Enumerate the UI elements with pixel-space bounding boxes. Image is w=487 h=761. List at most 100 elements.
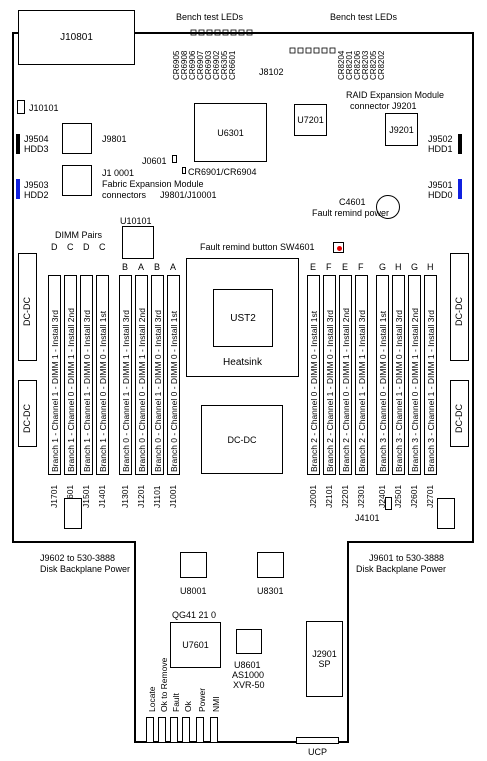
u8301-chip [257,552,284,578]
u8601-label-2: AS1000 [232,670,265,680]
dcdc-right-top: DC-DC [450,253,469,361]
dimm-pair-letter: E [310,262,317,272]
u10101-label: U10101 [120,216,152,226]
dcdc-left-top-label: DC-DC [22,297,32,326]
dimm-pair-letter: G [411,262,419,272]
hdd0-label-a: J9501 [428,180,453,190]
fabric-label-2: J9801/J10001 [160,190,217,200]
dimm-slot[interactable]: Branch 0 - Channel 1 - DIMM 1 - Install … [119,275,132,475]
j4101-label: J4101 [355,513,380,523]
sw4601-button[interactable] [333,242,344,253]
dcdc-left-top: DC-DC [18,253,37,361]
indicator-led [146,717,154,743]
dimm-slot[interactable]: Branch 1 - Channel 1 - DIMM 0 - Install … [80,275,93,475]
dimm-pair-letter: E [342,262,349,272]
u6301-label: U6301 [217,127,244,138]
dimm-slot[interactable]: Branch 1 - Channel 0 - DIMM 0 - Install … [96,275,109,475]
dcdc-right-bottom-label: DC-DC [454,404,464,433]
dimm-slot[interactable]: Branch 0 - Channel 0 - DIMM 1 - Install … [135,275,148,475]
dimm-slot[interactable]: Branch 1 - Channel 0 - DIMM 1 - Install … [64,275,77,475]
j9201-connector: J9201 [385,113,418,146]
bench-leds-left [190,24,260,36]
j2901-label: J2901 [312,649,337,659]
sw4601-red-dot [337,246,342,251]
dimm-slot-id: J2201 [340,484,350,508]
dimm-pair-letter: F [326,262,332,272]
j0601-part [172,155,177,163]
ust2-label: UST2 [230,312,256,324]
j2901-connector: J2901 SP [306,621,343,697]
dcdc-center-label: DC-DC [227,434,257,445]
indicator-led [210,717,218,743]
u10101-chip [122,226,154,259]
heatsink-label: Heatsink [223,357,262,368]
dcdc-right-bottom: DC-DC [450,380,469,447]
dimm-slot[interactable]: Branch 2 - Channel 1 - DIMM 0 - Install … [323,275,336,475]
j9601-connector [437,498,455,529]
dimm-slot[interactable]: Branch 2 - Channel 1 - DIMM 1 - Install … [355,275,368,475]
dimm-slot[interactable]: Branch 0 - Channel 1 - DIMM 0 - Install … [151,275,164,475]
u7201-chip: U7201 [294,104,327,136]
j2901-sp-label: SP [318,659,331,669]
dimm-slot[interactable]: Branch 2 - Channel 0 - DIMM 1 - Install … [339,275,352,475]
dimm-slot-id: J2001 [308,484,318,508]
hdd2-indicator [16,179,20,199]
j10101-label: J10101 [29,103,59,113]
dimm-slot[interactable]: Branch 1 - Channel 1 - DIMM 1 - Install … [48,275,61,475]
bench-leds-right [289,42,339,54]
dimm-pair-letter: B [122,262,129,272]
dimm-slot[interactable]: Branch 3 - Channel 0 - DIMM 1 - Install … [408,275,421,475]
hdd2-label-a: J9503 [24,180,49,190]
j4101-connector [385,497,392,510]
hdd2-label-b: HDD2 [24,190,49,200]
u6301-chip: U6301 [194,103,267,162]
dcdc-left-bottom: DC-DC [18,380,37,447]
u7601-label: U7601 [182,640,209,650]
j10801-connector: J10801 [18,10,135,65]
dimm-pair-letter: D [83,242,90,252]
hdd1-indicator [458,134,462,154]
hdd0-label-b: HDD0 [428,190,453,200]
u8001-chip [180,552,207,578]
dimm-slot[interactable]: Branch 2 - Channel 0 - DIMM 0 - Install … [307,275,320,475]
led-label-left-7: CR6601 [228,50,237,80]
dimm-slot-id: J1001 [168,484,178,508]
indicator-label: Ok [183,701,193,712]
c4601-capacitor [376,195,400,219]
dimm-slot-id: J1701 [49,484,59,508]
dimm-pair-letter: B [154,262,161,272]
indicator-label: Locate [147,686,157,712]
dimm-pair-letter: G [379,262,387,272]
raid-label-2: connector J9201 [350,101,417,111]
j9601-label-1: J9601 to 530-3888 [369,553,445,563]
dcdc-right-top-label: DC-DC [454,297,464,326]
dimm-slot-id: J1401 [97,484,107,508]
dcdc-left-bottom-label: DC-DC [22,404,32,433]
j10001-connector [62,165,92,196]
j9602-label-1: J9602 to 530-3888 [40,553,116,563]
dimm-slot[interactable]: Branch 0 - Channel 0 - DIMM 0 - Install … [167,275,180,475]
dimm-pairs-label: DIMM Pairs [55,230,102,240]
hdd1-label-b: HDD1 [428,144,453,154]
dimm-slot[interactable]: Branch 3 - Channel 0 - DIMM 0 - Install … [376,275,389,475]
dimm-pair-letter: A [138,262,145,272]
indicator-label: NMI [211,696,221,712]
raid-label-1: RAID Expansion Module [346,90,445,100]
dimm-pair-letter: H [395,262,402,272]
hdd0-indicator [458,179,462,199]
indicator-led [182,717,190,743]
hdd1-label-a: J9502 [428,134,453,144]
j0601-label: J0601 [142,156,167,166]
j10101-connector [17,100,25,114]
dimm-slot[interactable]: Branch 3 - Channel 1 - DIMM 0 - Install … [392,275,405,475]
j9601-label-2: Disk Backplane Power [356,564,447,574]
fabric-label-3: connectors [102,190,147,200]
j9602-connector [64,498,82,529]
qg41210-label: QG41 21 0 [172,610,217,620]
indicator-led [170,717,178,743]
dimm-slot[interactable]: Branch 3 - Channel 1 - DIMM 1 - Install … [424,275,437,475]
u8601-label-1: U8601 [234,660,261,670]
ucp-connector [296,737,339,744]
fabric-label-1: Fabric Expansion Module [102,179,204,189]
